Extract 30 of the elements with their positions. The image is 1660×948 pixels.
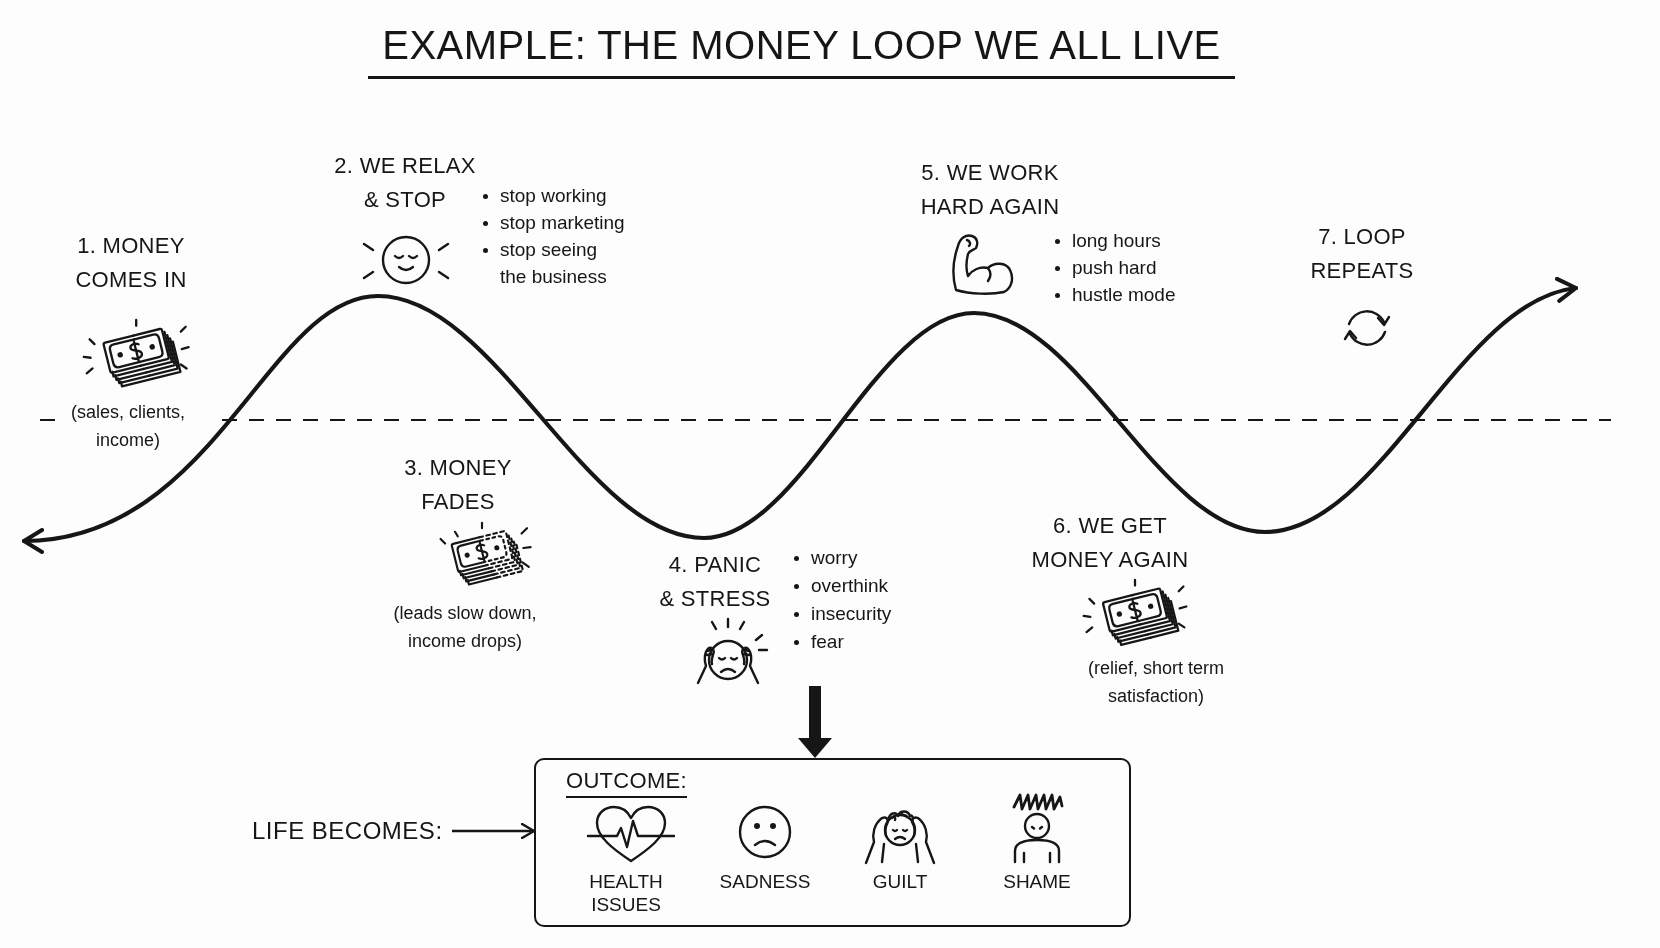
- bullet-point: insecurity: [789, 600, 892, 627]
- stage-heading: 3. MONEY FADES: [404, 454, 512, 516]
- outcome-label: GUILT: [872, 870, 928, 893]
- bullet-point: hustle mode: [1050, 281, 1176, 308]
- bullet-point: fear: [789, 628, 844, 655]
- stage-heading: 2. WE RELAX & STOP: [334, 152, 476, 214]
- stage-heading: 4. PANIC & STRESS: [659, 551, 771, 613]
- stage-heading: 1. MONEY COMES IN: [75, 232, 187, 294]
- panel-heading: OUTCOME:: [566, 766, 687, 798]
- bullet-point: long hours: [1050, 227, 1161, 254]
- bullet-point: overthink: [789, 572, 889, 599]
- outcome-label: HEALTH ISSUES: [589, 870, 663, 916]
- stage-caption: (leads slow down, income drops): [393, 602, 537, 653]
- stage-caption: (sales, clients, income): [71, 401, 185, 452]
- bullet-point: stop marketing: [478, 209, 625, 236]
- bullet-point: worry: [789, 544, 858, 571]
- title: EXAMPLE: THE MONEY LOOP WE ALL LIVE: [368, 20, 1235, 79]
- stage-caption: (relief, short term satisfaction): [1088, 657, 1224, 708]
- outcome-label: SHAME: [1003, 870, 1071, 893]
- arrow: [452, 822, 536, 840]
- bullet-point: stop working: [478, 182, 607, 209]
- bullet-point: push hard: [1050, 254, 1157, 281]
- outcome-label: SADNESS: [719, 870, 811, 893]
- stage-heading: 5. WE WORK HARD AGAIN: [920, 159, 1060, 221]
- lead-in-text: LIFE BECOMES:: [252, 814, 452, 848]
- stage-heading: 6. WE GET MONEY AGAIN: [1031, 512, 1189, 574]
- bullet-point: stop seeing the business: [478, 236, 607, 290]
- stage-heading: 7. LOOP REPEATS: [1310, 223, 1414, 285]
- outcome-panel: [534, 758, 1131, 927]
- arrow: [798, 686, 832, 758]
